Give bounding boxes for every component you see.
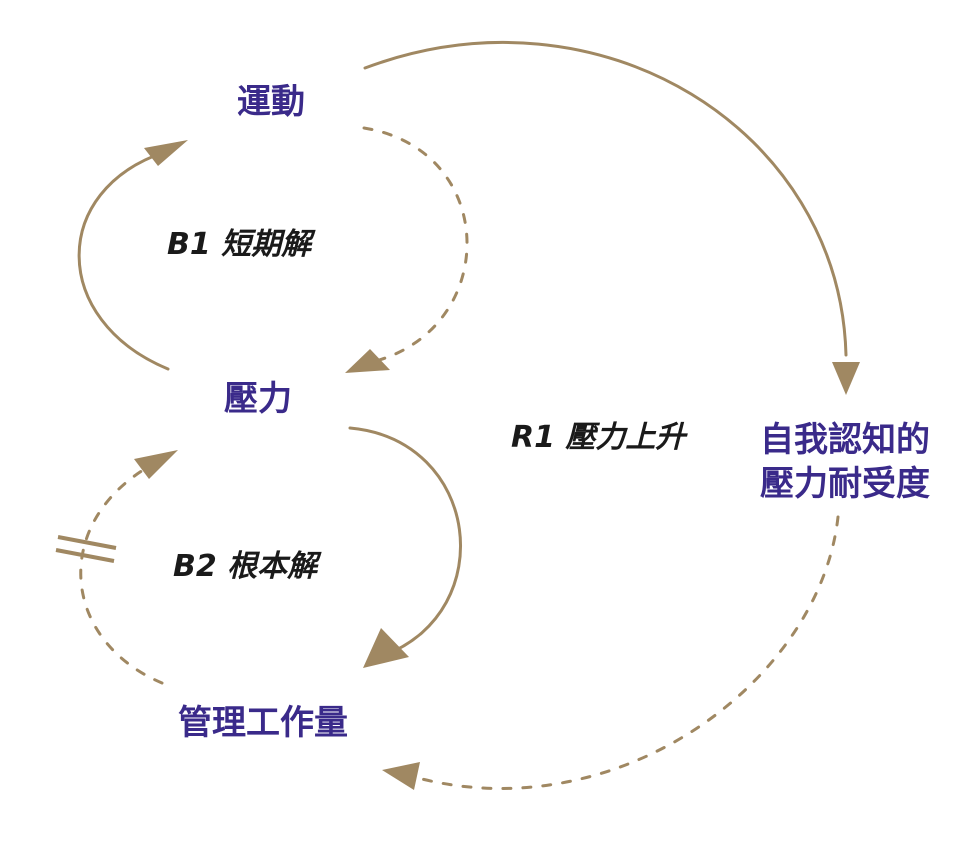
loop-label-b1: B1 短期解 (167, 227, 312, 262)
link-line (79, 461, 164, 685)
arrow-head (363, 628, 409, 668)
arrow-head (832, 362, 860, 395)
node-stress: 壓力 (224, 379, 292, 419)
arrow-head (144, 140, 188, 166)
link-stress-to-workload (348, 426, 462, 668)
node-tolerance: 自我認知的 壓力耐受度 (760, 418, 930, 506)
node-workload: 管理工作量 (178, 703, 348, 743)
node-exercise: 運動 (237, 82, 305, 122)
link-exercise-to-tolerance (363, 41, 860, 395)
delay-mark (57, 535, 117, 550)
link-line (416, 515, 840, 790)
link-line (362, 126, 469, 364)
arrow-head (134, 450, 178, 479)
node-tolerance-line2: 壓力耐受度 (760, 464, 930, 504)
link-workload-to-stress (55, 450, 178, 685)
node-tolerance-line1: 自我認知的 (760, 420, 930, 460)
link-line (348, 426, 462, 657)
link-line (363, 41, 848, 357)
arrow-head (382, 762, 420, 790)
link-stress-to-exercise (77, 140, 188, 371)
delay-mark (55, 548, 115, 563)
arrow-head (345, 349, 390, 373)
loop-label-r1: R1 壓力上升 (511, 420, 686, 455)
link-exercise-to-stress (345, 126, 469, 373)
loop-label-b2: B2 根本解 (173, 549, 318, 584)
link-tolerance-to-workload (382, 515, 840, 790)
link-line (77, 150, 170, 371)
